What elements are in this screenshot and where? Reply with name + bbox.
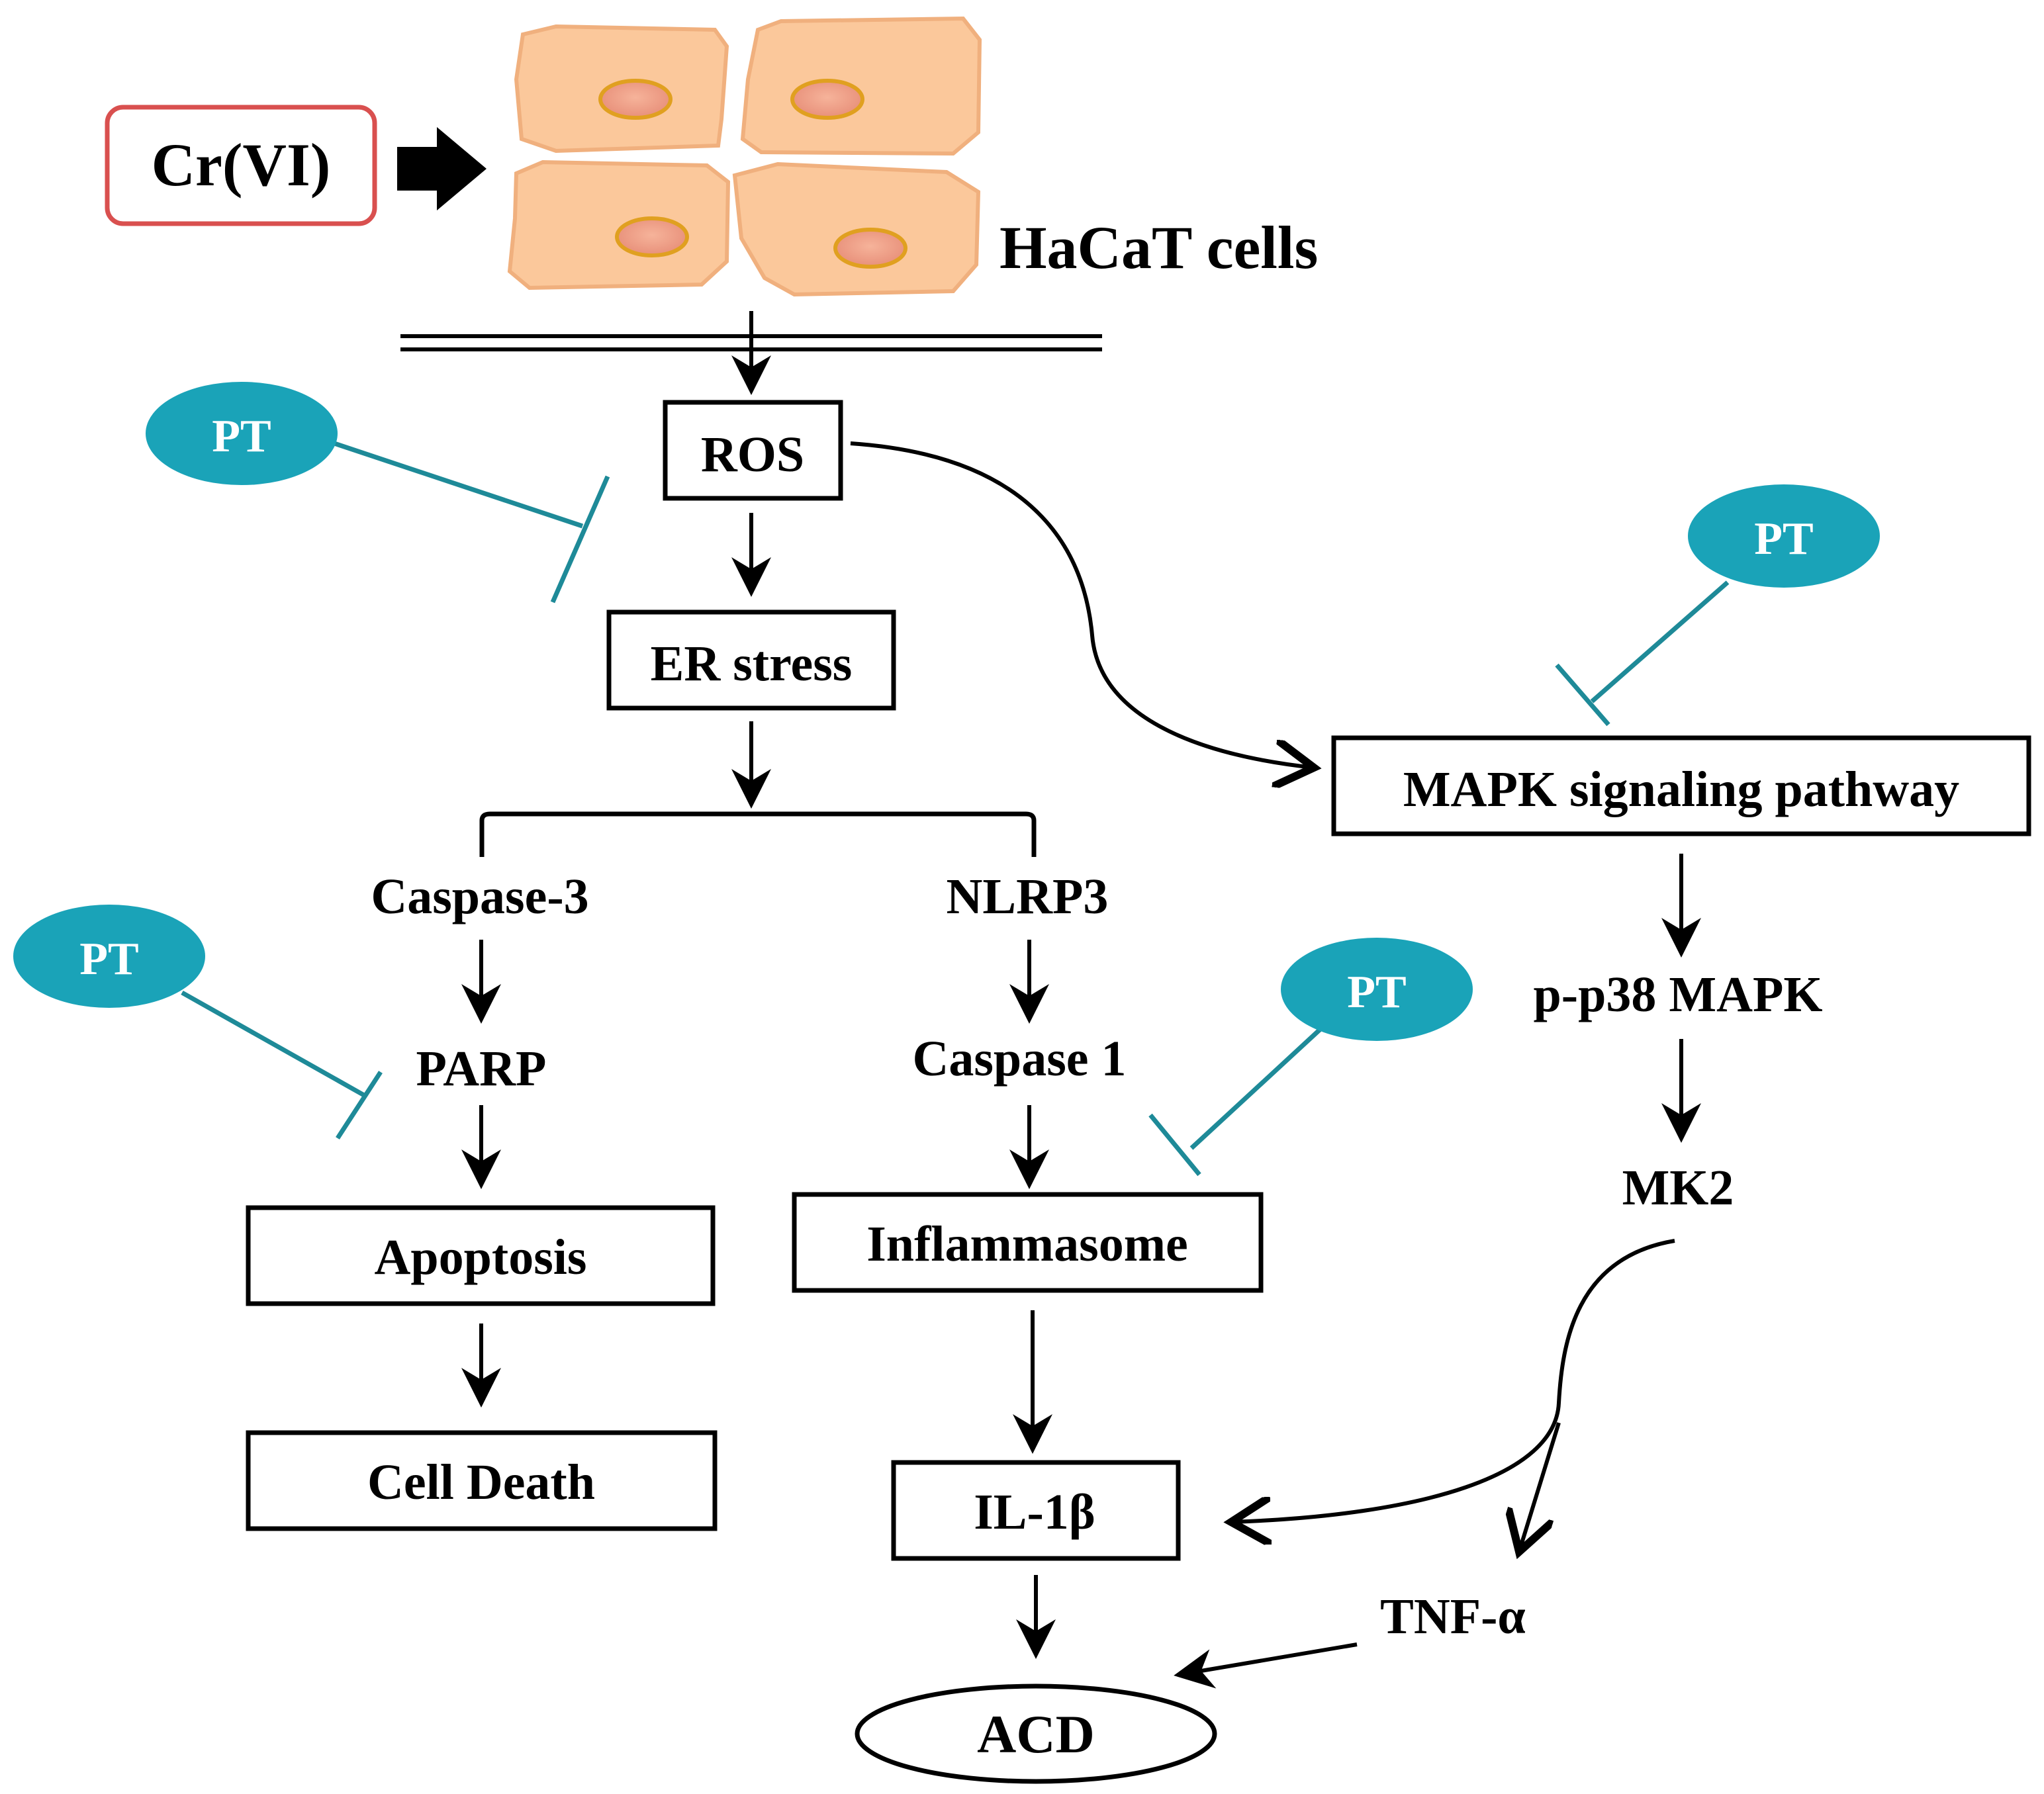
inhibition-lines (181, 441, 1730, 1177)
stimulus-arrow (397, 127, 487, 210)
il1b-box (891, 1460, 1181, 1561)
pt-label: PT (1347, 967, 1406, 1018)
nuclei (598, 79, 907, 269)
inhibitors: PT PT PT PT (13, 382, 1880, 1041)
acd-label: ACD (977, 1704, 1095, 1764)
inflammasome-box (792, 1192, 1264, 1293)
arrow-ros-to-mapk (850, 441, 1314, 768)
cell-cluster (507, 16, 982, 297)
il1b-label: IL-1β (974, 1484, 1095, 1540)
arrows (461, 311, 1701, 1689)
acd-ellipse (855, 1683, 1217, 1784)
nucleus (615, 216, 689, 257)
nucleus (598, 79, 673, 120)
cell-death-label: Cell Death (367, 1455, 595, 1510)
node-boxes (246, 400, 2031, 1784)
inflammasome-label: Inflammasome (866, 1216, 1188, 1272)
nlrp3-label: NLRP3 (947, 869, 1109, 924)
mapk-pathway-box (1331, 735, 2031, 836)
apoptosis-label: Apoptosis (375, 1230, 587, 1285)
mapk-pathway-label: MAPK signaling pathway (1403, 762, 1959, 817)
branch-bracket (479, 811, 1037, 857)
pt-label: PT (212, 411, 271, 462)
er-stress-box (606, 609, 896, 711)
arrow-tnfa-to-acd (1174, 1642, 1358, 1689)
pt-inhibitor-inflammasome: PT (1281, 938, 1473, 1041)
pt-inhibitor-mapk: PT (1688, 484, 1880, 588)
node-labels: ROS ER stress MAPK signaling pathway Cas… (367, 427, 1959, 1764)
er-stress-label: ER stress (651, 636, 853, 692)
ros-label: ROS (701, 427, 804, 482)
arrow-mk2-to-il1b (1231, 1239, 1675, 1522)
nucleus (833, 228, 907, 269)
pp38-label: p-p38 MAPK (1534, 967, 1823, 1022)
cell-top-right (740, 16, 982, 156)
pt-inhibitor-ros: PT (146, 382, 338, 485)
cell-death-box (246, 1430, 718, 1531)
caspase1-label: Caspase 1 (912, 1031, 1126, 1087)
cell-bottom-left (507, 159, 731, 291)
arrow-mk2-to-tnfa (1519, 1422, 1561, 1552)
stimulus-label: Cr(VI) (152, 131, 331, 199)
stimulus-box: Cr(VI) (105, 105, 377, 226)
apoptosis-box (246, 1205, 716, 1306)
nucleus (790, 79, 864, 120)
ros-box (663, 400, 843, 501)
cells-label: HaCaT cells (999, 214, 1318, 281)
pt-inhibitor-parp: PT (13, 905, 205, 1008)
pt-label: PT (79, 934, 138, 985)
pt-label: PT (1754, 514, 1813, 564)
mk2-label: MK2 (1622, 1160, 1734, 1216)
tnfa-label: TNF-α (1380, 1589, 1526, 1644)
caspase3-label: Caspase-3 (371, 869, 588, 924)
parp-label: PARP (416, 1041, 547, 1097)
